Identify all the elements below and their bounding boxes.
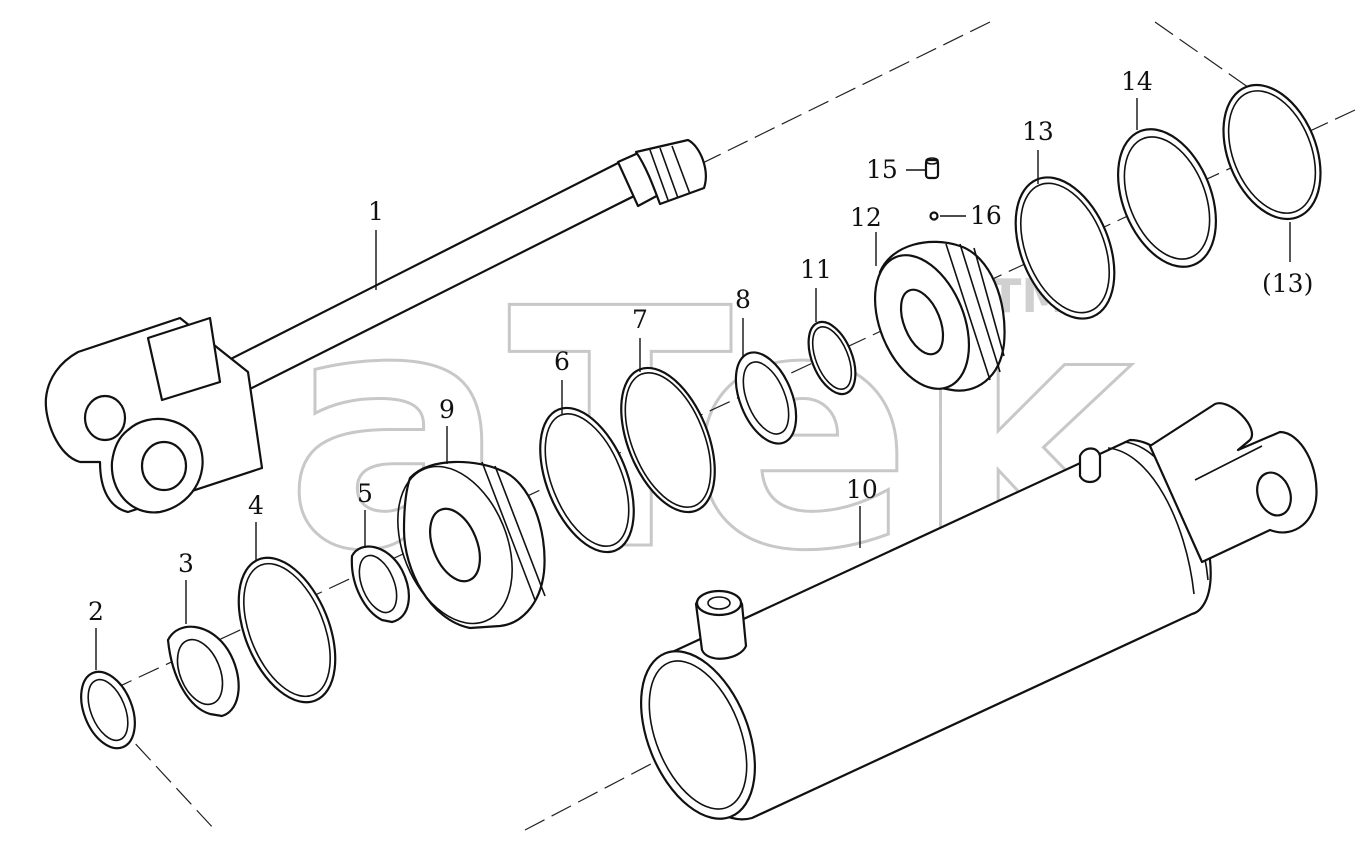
part-4-inner (243, 562, 331, 698)
part-12-groove-1 (945, 243, 991, 381)
barrel-open-end (640, 650, 756, 820)
barrel-clevis-hole (1256, 471, 1292, 517)
part-12-groove-2 (959, 243, 1001, 373)
part-8-outer (734, 351, 798, 445)
part-4-o-ring (237, 556, 337, 704)
callout-6: 6 (554, 347, 570, 376)
part-10-cylinder-barrel (640, 402, 1318, 821)
part-6-outer (539, 406, 635, 554)
callout-4: 4 (248, 491, 264, 520)
barrel-clevis-slot (1194, 445, 1263, 481)
callout-13: 13 (1022, 117, 1054, 146)
part-9-groove-2 (494, 465, 546, 597)
part-11-inner (811, 326, 853, 390)
part-2-inner (87, 678, 129, 742)
callout-16: 16 (970, 201, 1002, 230)
part-13-ring (1014, 176, 1116, 320)
part-8-inner (742, 361, 790, 435)
part-12-piston (873, 240, 1006, 392)
part-13-ref-outer (1222, 83, 1322, 221)
part-2-outer (80, 670, 136, 750)
part-13-inner (1019, 182, 1111, 314)
part-4-outer (237, 556, 337, 704)
callout-11: 11 (800, 255, 832, 284)
part-12-groove-3 (973, 247, 1005, 357)
barrel-end-band (1107, 447, 1195, 595)
callout-12: 12 (850, 203, 882, 232)
part-13-ref-inner (1227, 90, 1317, 214)
callout-leaders (95, 98, 1291, 670)
part-9-gland (397, 460, 546, 630)
part-5-body (350, 545, 410, 624)
part-16-ball (929, 211, 939, 221)
callout-1: 1 (368, 197, 384, 226)
part-12-bore (899, 288, 945, 356)
part-13-ref-ring (1222, 83, 1322, 221)
part-3-bore (176, 638, 224, 706)
part-8-ring (734, 351, 798, 445)
main-axis-line (89, 109, 1356, 701)
clevis-hole-front (140, 440, 188, 492)
part-11-o-ring (807, 320, 857, 396)
part-15-set-screw (924, 157, 940, 180)
callout-labels: 1 2 3 4 5 6 7 8 9 10 11 12 13 14 15 16 (… (88, 67, 1313, 626)
rod-groove-3 (671, 145, 691, 195)
part-14-inner (1123, 136, 1211, 260)
part-2-ring (80, 670, 136, 750)
callout-5: 5 (357, 479, 373, 508)
clevis-hole-rear (83, 394, 127, 442)
barrel-open-end-inner (648, 660, 748, 810)
barrel-boss (1078, 447, 1102, 484)
barrel-port-bore (707, 596, 731, 610)
clevis-slot (146, 316, 222, 402)
callout-9: 9 (439, 395, 455, 424)
callout-7: 7 (632, 305, 648, 334)
part-3-bushing (166, 625, 240, 718)
part-7-inner (624, 372, 712, 508)
part-5-seal (350, 545, 410, 624)
rod-groove-2 (659, 147, 679, 199)
part-9-groove-1 (481, 461, 536, 601)
callout-15: 15 (866, 155, 898, 184)
part-15-top (925, 157, 939, 165)
part-11-outer (807, 320, 857, 396)
callout-3: 3 (178, 549, 194, 578)
part-5-bore (358, 554, 398, 614)
part-9-flange (397, 465, 513, 625)
part-6-o-ring (539, 406, 635, 554)
callout-13-ref: (13) (1262, 269, 1313, 298)
piston-rod-part (44, 138, 707, 514)
part-9-bore (429, 507, 481, 583)
part-14-wear-ring (1116, 128, 1218, 268)
part-15-body (924, 158, 940, 180)
callout-2: 2 (88, 597, 104, 626)
barrel-clevis (1148, 402, 1318, 564)
callout-8: 8 (735, 285, 751, 314)
part-6-inner (544, 412, 630, 548)
rod-groove-1 (649, 149, 669, 201)
callout-10: 10 (846, 475, 878, 504)
barrel-port-top (695, 589, 743, 617)
callout-14: 14 (1121, 67, 1153, 96)
